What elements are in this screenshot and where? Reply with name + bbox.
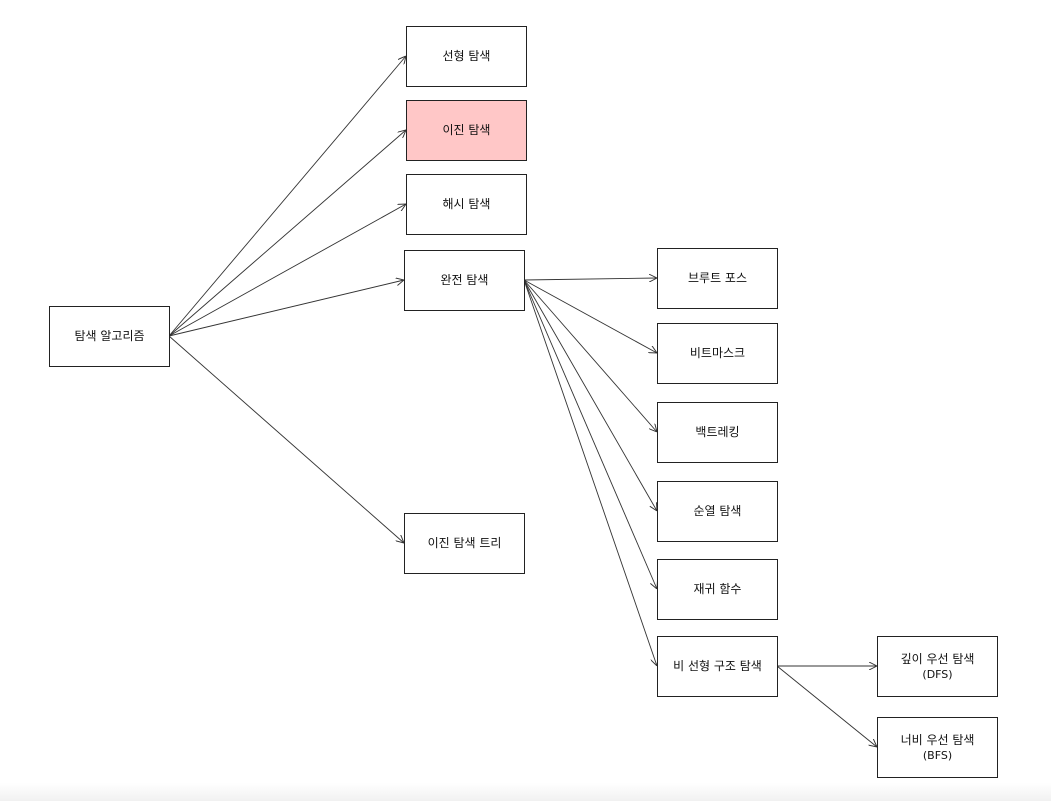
node-binary-search-tree[interactable]: 이진 탐색 트리 (404, 513, 525, 574)
node-label: 탐색 알고리즘 (74, 329, 145, 343)
node-search-algorithm[interactable]: 탐색 알고리즘 (49, 306, 170, 367)
edge-exhaustive-nonlinear (523, 279, 657, 666)
node-brute-force[interactable]: 브루트 포스 (657, 248, 778, 309)
node-dfs[interactable]: 깊이 우선 탐색 (DFS) (877, 636, 998, 697)
node-linear-search[interactable]: 선형 탐색 (406, 26, 527, 87)
edge-nonlinear-bfs (776, 665, 877, 747)
node-bitmask[interactable]: 비트마스크 (657, 323, 778, 384)
edge-root-bst (168, 335, 404, 543)
node-label: 비 선형 구조 탐색 (673, 659, 762, 673)
node-label: 선형 탐색 (442, 49, 491, 63)
node-binary-search[interactable]: 이진 탐색 (406, 100, 527, 161)
node-label: 순열 탐색 (693, 504, 742, 518)
node-label: 이진 탐색 트리 (427, 536, 502, 550)
edge-exhaustive-brute (523, 278, 657, 280)
node-backtracking[interactable]: 백트레킹 (657, 402, 778, 463)
node-nonlinear-structure-search[interactable]: 비 선형 구조 탐색 (657, 636, 778, 697)
node-label: 재귀 함수 (693, 582, 742, 596)
edge-root-hash (168, 204, 406, 337)
edge-exhaustive-recursion (523, 279, 657, 589)
node-abbr: (BFS) (922, 748, 953, 762)
node-hash-search[interactable]: 해시 탐색 (406, 174, 527, 235)
node-label: 너비 우선 탐색 (900, 732, 975, 747)
node-label: 깊이 우선 탐색 (900, 651, 975, 666)
edge-root-binary (168, 130, 406, 337)
edge-exhaustive-bitmask (523, 279, 657, 353)
node-recursive-function[interactable]: 재귀 함수 (657, 559, 778, 620)
node-bfs[interactable]: 너비 우선 탐색 (BFS) (877, 717, 998, 778)
node-label: 완전 탐색 (440, 273, 489, 287)
node-label: 백트레킹 (695, 425, 740, 439)
edge-exhaustive-permutation (523, 279, 657, 511)
node-label: 이진 탐색 (442, 123, 491, 137)
bottom-edge-shadow (0, 783, 1051, 801)
edge-root-linear (168, 56, 406, 337)
node-label: 비트마스크 (689, 346, 746, 360)
edge-root-exhaustive (168, 280, 404, 337)
node-label: 해시 탐색 (442, 197, 491, 211)
node-abbr: (DFS) (922, 667, 953, 681)
node-exhaustive-search[interactable]: 완전 탐색 (404, 250, 525, 311)
node-permutation-search[interactable]: 순열 탐색 (657, 481, 778, 542)
node-label: 브루트 포스 (687, 271, 747, 285)
edge-exhaustive-backtracking (523, 279, 657, 432)
